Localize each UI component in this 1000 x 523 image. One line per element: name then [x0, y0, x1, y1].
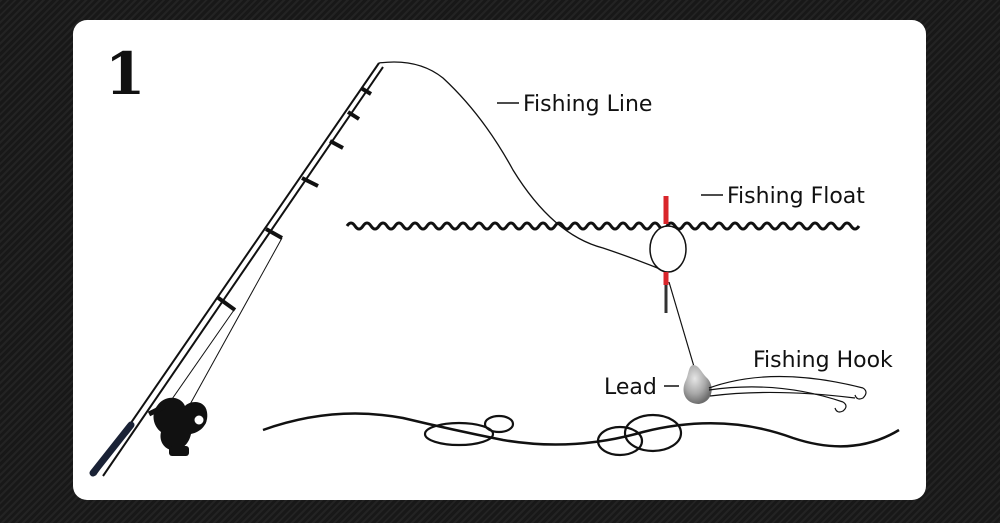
fishing-hook — [708, 375, 867, 413]
reel — [147, 397, 208, 456]
label-lead: Lead — [604, 375, 679, 400]
rod-handle — [89, 421, 135, 477]
river-bed — [262, 412, 900, 448]
water-surface — [345, 221, 861, 231]
label-fishing-hook-text: Fishing Hook — [753, 348, 893, 373]
label-fishing-line-text: Fishing Line — [523, 92, 652, 117]
fishing-float — [649, 196, 687, 313]
label-fishing-hook: Fishing Hook — [753, 348, 893, 373]
lead-weight — [683, 365, 712, 404]
label-fishing-float-text: Fishing Float — [727, 184, 865, 209]
leader-line — [668, 281, 696, 371]
rod-guides — [215, 86, 373, 312]
pebbles — [423, 413, 683, 457]
fishing-setup-diagram: 1 — [89, 40, 900, 477]
step-number: 1 — [105, 40, 145, 108]
fishing-rod — [89, 62, 384, 477]
label-lead-text: Lead — [604, 375, 657, 400]
label-fishing-line: Fishing Line — [497, 92, 652, 117]
label-fishing-float: Fishing Float — [701, 184, 865, 209]
fishing-line — [378, 61, 666, 272]
diagram-card: 1 — [73, 20, 926, 500]
